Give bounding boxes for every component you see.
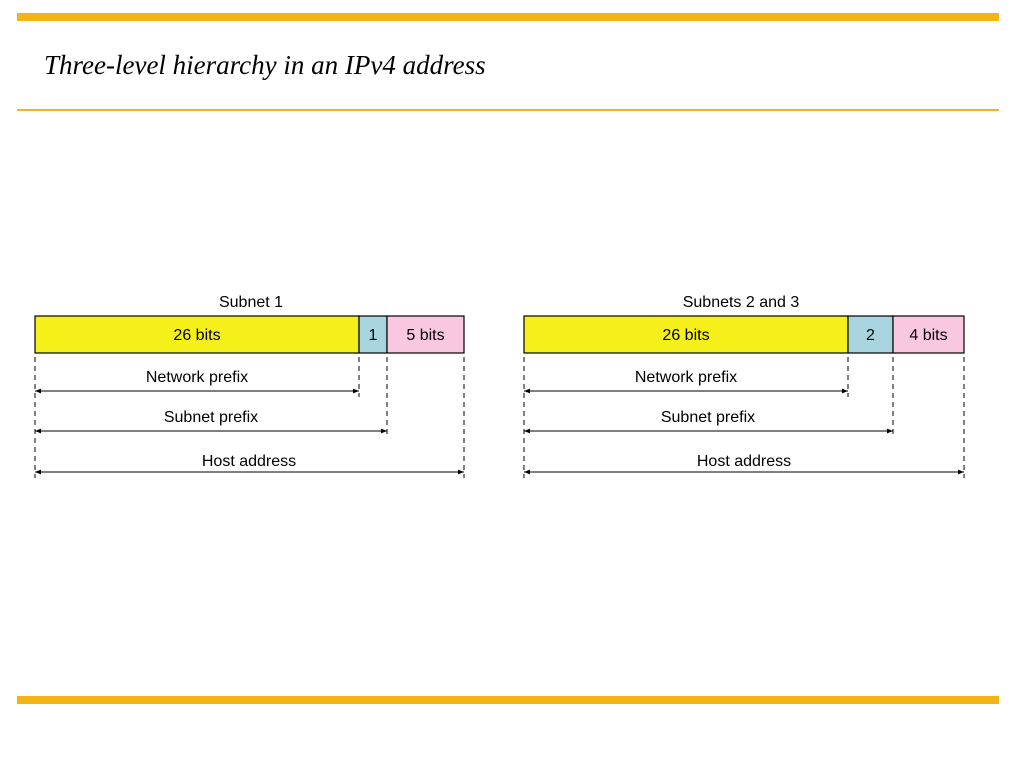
network-field-label: 26 bits [662,327,709,344]
host-address-label: Host address [697,453,791,470]
subnets-2-3-heading: Subnets 2 and 3 [683,294,800,311]
host-field-label: 5 bits [406,327,444,344]
subnet-1-heading: Subnet 1 [219,294,283,311]
subnet-field-label: 2 [866,327,875,344]
subnet-field [358,315,388,354]
host-field-label: 4 bits [909,327,947,344]
host-address-label: Host address [202,453,296,470]
host-field [892,315,965,354]
bottom-accent-bar [17,696,999,704]
network-field [523,315,849,354]
subnet-prefix-label: Subnet prefix [661,409,755,426]
subnet-1-diagram: Subnet 1 26 bits 1 5 bits Network prefix… [34,294,465,478]
network-prefix-label: Network prefix [146,369,248,386]
subnets-2-3-diagram: Subnets 2 and 3 26 bits 2 4 bits Network… [523,294,965,478]
slide-title: Three-level hierarchy in an IPv4 address [44,50,486,80]
subnet-field-label: 1 [369,327,378,344]
network-field-label: 26 bits [173,327,220,344]
network-prefix-label: Network prefix [635,369,737,386]
subnet-prefix-label: Subnet prefix [164,409,258,426]
host-field [386,315,465,354]
title-underline [17,109,999,111]
top-accent-bar [17,13,999,21]
network-field [34,315,360,354]
